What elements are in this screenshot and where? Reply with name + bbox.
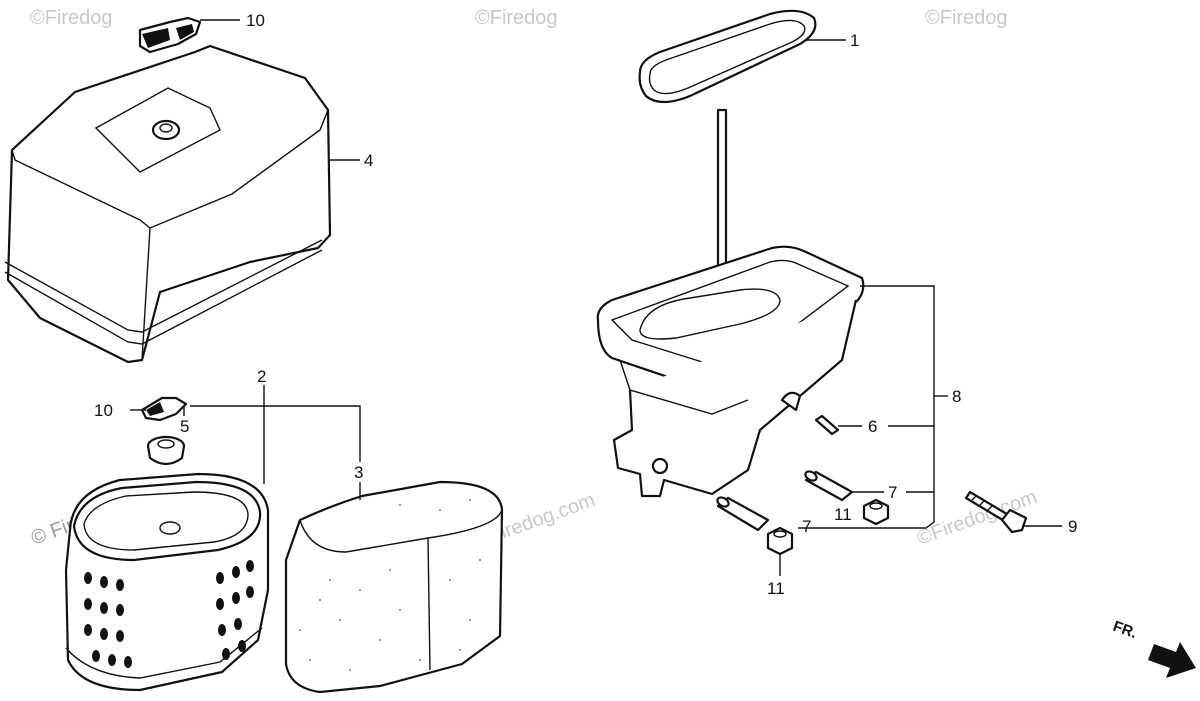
callout-6: 6 — [868, 417, 877, 436]
part-1-gasket — [638, 9, 817, 104]
callout-2: 2 — [257, 367, 266, 386]
part-9-bolt — [964, 490, 1028, 534]
arrow-right-icon — [1148, 642, 1196, 678]
callout-labels: 10 4 2 10 5 3 1 8 6 7 7 11 11 9 — [94, 11, 1077, 598]
callout-10-top: 10 — [246, 11, 265, 30]
front-direction-marker: FR. — [1111, 618, 1196, 678]
part-7-tube-upper — [804, 470, 854, 502]
callout-7-lower: 7 — [802, 517, 811, 536]
callout-11-lower: 11 — [767, 579, 785, 598]
callout-3: 3 — [354, 463, 363, 482]
callout-1: 1 — [850, 31, 859, 50]
part-6-pin — [814, 414, 840, 436]
part-4-air-cleaner-cover — [4, 44, 332, 364]
part-5-grommet — [146, 435, 186, 466]
part-3-foam-prefilter — [284, 480, 504, 694]
callout-5: 5 — [180, 417, 189, 436]
part-10-wing-nut-top — [138, 16, 202, 54]
part-7-tube-lower — [716, 496, 770, 532]
callout-11-right: 11 — [834, 505, 852, 524]
callout-8: 8 — [952, 387, 961, 406]
part-8-air-cleaner-case — [596, 108, 865, 498]
part-11-nut-lower — [766, 526, 794, 556]
callout-10-middle: 10 — [94, 401, 113, 420]
watermark: ©Firedog — [475, 7, 558, 29]
callout-4: 4 — [364, 151, 373, 170]
leader-lines — [130, 19, 1062, 576]
callout-9: 9 — [1068, 517, 1077, 536]
watermark: ©Firedog — [30, 7, 113, 29]
watermark: ©Firedog — [925, 7, 1008, 29]
part-2-filter-element — [64, 472, 270, 692]
part-11-nut-right — [862, 498, 890, 526]
part-10-wing-nut-middle — [140, 396, 188, 422]
front-label: FR. — [1111, 618, 1140, 642]
callout-7-upper: 7 — [888, 483, 897, 502]
